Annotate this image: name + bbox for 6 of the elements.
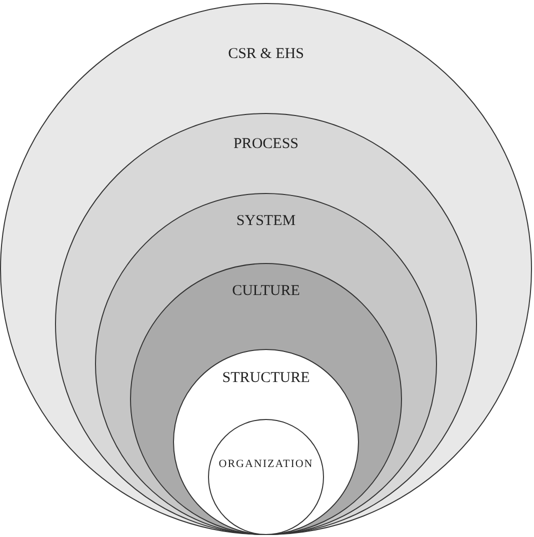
circle-label: CULTURE: [232, 283, 300, 300]
circle-label: ORGANIZATION: [218, 458, 314, 470]
circle-label: CSR & EHS: [228, 46, 304, 63]
circle-label: SYSTEM: [236, 213, 296, 230]
circle-label: STRUCTURE: [222, 370, 310, 387]
circle-label: PROCESS: [233, 136, 299, 153]
